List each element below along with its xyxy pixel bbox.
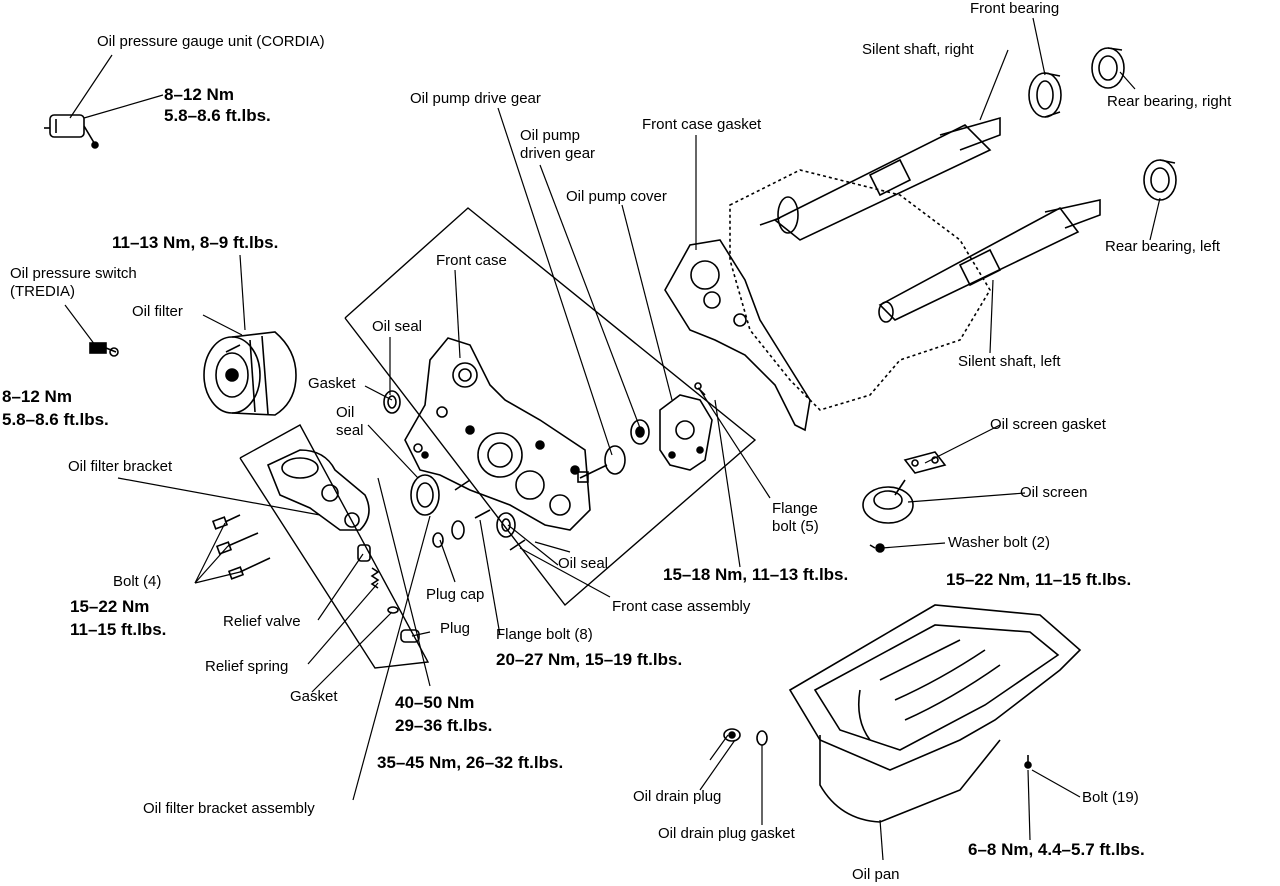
label-oil-pan: Oil pan [852,866,900,883]
label-oil-filter-torque: 11–13 Nm, 8–9 ft.lbs. [112,233,279,252]
label-plug: Plug [440,620,471,637]
engine-block-outline [729,169,991,411]
front-case [404,337,591,531]
label-gauge-torque-ftlb: 5.8–8.6 ft.lbs. [164,106,271,125]
label-oil-seal-bottom: Oil seal [558,555,609,572]
label-rear-bearing-right: Rear bearing, right [1107,93,1232,110]
label-oil-screen-gasket: Oil screen gasket [990,416,1106,433]
label-oil-filter-bracket-assembly: Oil filter bracket assembly [143,800,315,817]
front-bearing [1028,72,1062,118]
label-oil-pressure-gauge-unit: Oil pressure gauge unit (CORDIA) [97,33,325,50]
label-flange-bolt-5-line1: Flange [772,500,818,517]
label-front-case-assembly: Front case assembly [612,598,751,615]
oil-pressure-switch [89,342,119,357]
label-oil-pump-driven-gear-line1: Oil pump [520,127,581,144]
label-switch-torque-ftlb: 5.8–8.6 ft.lbs. [2,410,109,429]
label-flange-bolt-8-torque: 20–27 Nm, 15–19 ft.lbs. [496,650,683,669]
oil-pan-bolt [1024,755,1032,769]
label-oil-filter-bracket: Oil filter bracket [68,458,173,475]
oil-screen-gasket [903,451,947,474]
label-flange-bolt-8: Flange bolt (8) [496,626,593,643]
relief-valve-parts [357,544,420,643]
oil-screen [862,479,914,524]
label-oil-seal-top: Oil seal [372,318,423,335]
label-oil-seal-left: Oil seal [336,404,364,440]
label-oil-pressure-switch-line1: Oil pressure switch [10,265,137,282]
rear-bearing-left [1143,159,1177,201]
label-switch-torque-nm: 8–12 Nm [2,387,72,406]
rear-bearing-right [1091,47,1125,89]
oil-drain-plug [723,728,741,742]
label-plug-torque-ftlb: 29–36 ft.lbs. [395,716,493,735]
label-silent-shaft-left: Silent shaft, left [958,353,1061,370]
label-front-case-gasket: Front case gasket [642,116,762,133]
oil-pump-cover [659,382,713,471]
label-drain-plug-torque: 35–45 Nm, 26–32 ft.lbs. [377,753,564,772]
front-case-seals [383,390,526,551]
label-silent-shaft-right: Silent shaft, right [862,41,974,58]
front-case-gasket [664,239,811,432]
label-oil-pump-drive-gear: Oil pump drive gear [410,90,541,107]
label-bolt-4: Bolt (4) [113,573,162,590]
leader-lines [64,17,1161,861]
oil-drain-plug-gasket [756,730,768,746]
front-case-assembly-outline [344,207,757,607]
label-bolt-4-torque-nm: 15–22 Nm [70,597,150,616]
label-oil-seal-left-line1: Oil [336,404,355,421]
label-oil-screen: Oil screen [1020,484,1088,501]
label-oil-drain-plug-gasket: Oil drain plug gasket [658,825,795,842]
oil-pump-drive-gear [577,445,626,483]
oil-pressure-gauge-unit [44,114,99,149]
oil-filter-bracket-assembly-outline [239,424,430,669]
label-oil-pump-driven-gear-line2: driven gear [520,145,596,162]
label-bolt-4-torque-ftlb: 11–15 ft.lbs. [70,620,167,639]
label-gauge-torque-nm: 8–12 Nm [164,85,234,104]
label-relief-spring: Relief spring [205,658,289,675]
label-rear-bearing-left: Rear bearing, left [1105,238,1221,255]
label-gasket-left: Gasket [308,375,356,392]
oil-filter-bracket [266,449,370,531]
silent-shaft-right [759,116,1001,241]
label-oil-pressure-switch: Oil pressure switch (TREDIA) [10,265,137,301]
washer-bolt [869,543,885,553]
label-gasket-bottom: Gasket [290,688,338,705]
label-washer-bolt-torque: 15–22 Nm, 11–15 ft.lbs. [946,570,1132,589]
label-plug-torque-nm: 40–50 Nm [395,693,475,712]
label-bolt-19: Bolt (19) [1082,789,1139,806]
label-front-bearing: Front bearing [970,0,1060,17]
label-flange-bolt-5-torque: 15–18 Nm, 11–13 ft.lbs. [663,565,849,584]
oil-filter [203,331,297,416]
bracket-bolts [211,514,271,580]
label-flange-bolt-5: Flange bolt (5) [772,500,819,536]
label-oil-pressure-switch-line2: (TREDIA) [10,283,75,300]
label-oil-pump-driven-gear: Oil pump driven gear [520,127,595,163]
label-washer-bolt-2: Washer bolt (2) [948,534,1050,551]
label-oil-seal-left-line2: seal [336,422,364,439]
silent-shaft-left [878,199,1101,323]
oil-pan [788,604,1082,823]
label-oil-drain-plug: Oil drain plug [633,788,722,805]
label-oil-filter: Oil filter [132,303,183,320]
label-front-case: Front case [436,252,507,269]
label-oil-pan-bolt-torque: 6–8 Nm, 4.4–5.7 ft.lbs. [968,840,1145,859]
label-flange-bolt-5-line2: bolt (5) [772,518,819,535]
label-relief-valve: Relief valve [223,613,301,630]
oil-pump-driven-gear [630,419,650,445]
label-oil-pump-cover: Oil pump cover [566,188,667,205]
label-plug-cap: Plug cap [426,586,485,603]
